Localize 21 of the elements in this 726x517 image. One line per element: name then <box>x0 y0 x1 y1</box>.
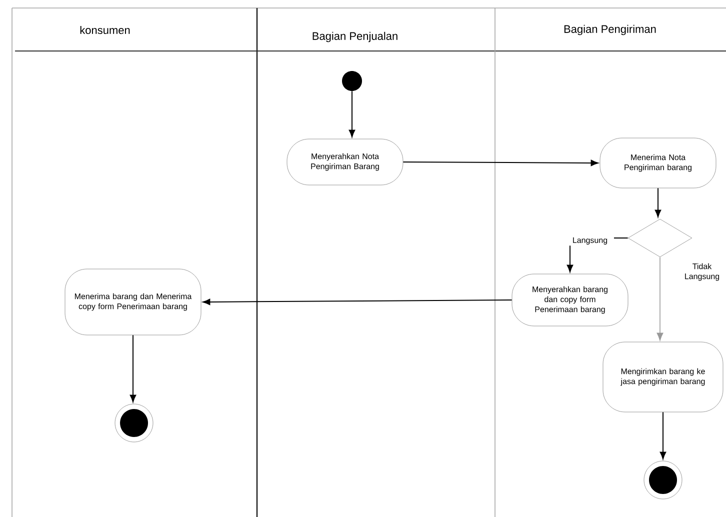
arrow <box>656 256 664 341</box>
action-box: Menyerahkan barang dan copy form Penerimaan barang <box>512 274 628 326</box>
arrow <box>654 188 662 218</box>
action-box: Mengirimkan barang ke jasa pengiriman barang <box>602 342 724 412</box>
end-dot <box>114 404 154 442</box>
arrow <box>130 334 136 402</box>
edge-label: Langsung <box>566 236 614 246</box>
end-dot <box>644 460 682 500</box>
action-box: Menerima Nota Pengiriman barang <box>600 138 716 188</box>
arrow <box>660 412 666 460</box>
action-box: Menerima barang dan Menerima copy form Penerimaan barang <box>64 268 202 336</box>
action-box: Menyerahkan Nota Pengiriman Barang <box>286 138 404 186</box>
arrow <box>348 90 356 138</box>
lane-header: konsumen <box>80 26 130 34</box>
arrow <box>202 298 512 306</box>
start-dot <box>342 71 362 91</box>
lane-header: Bagian Penjualan <box>312 32 398 42</box>
decision-diamond <box>628 218 692 258</box>
lane-header: Bagian Pengiriman <box>564 24 656 36</box>
edge-label: Tidak Langsung <box>678 262 726 282</box>
arrow <box>402 160 598 166</box>
